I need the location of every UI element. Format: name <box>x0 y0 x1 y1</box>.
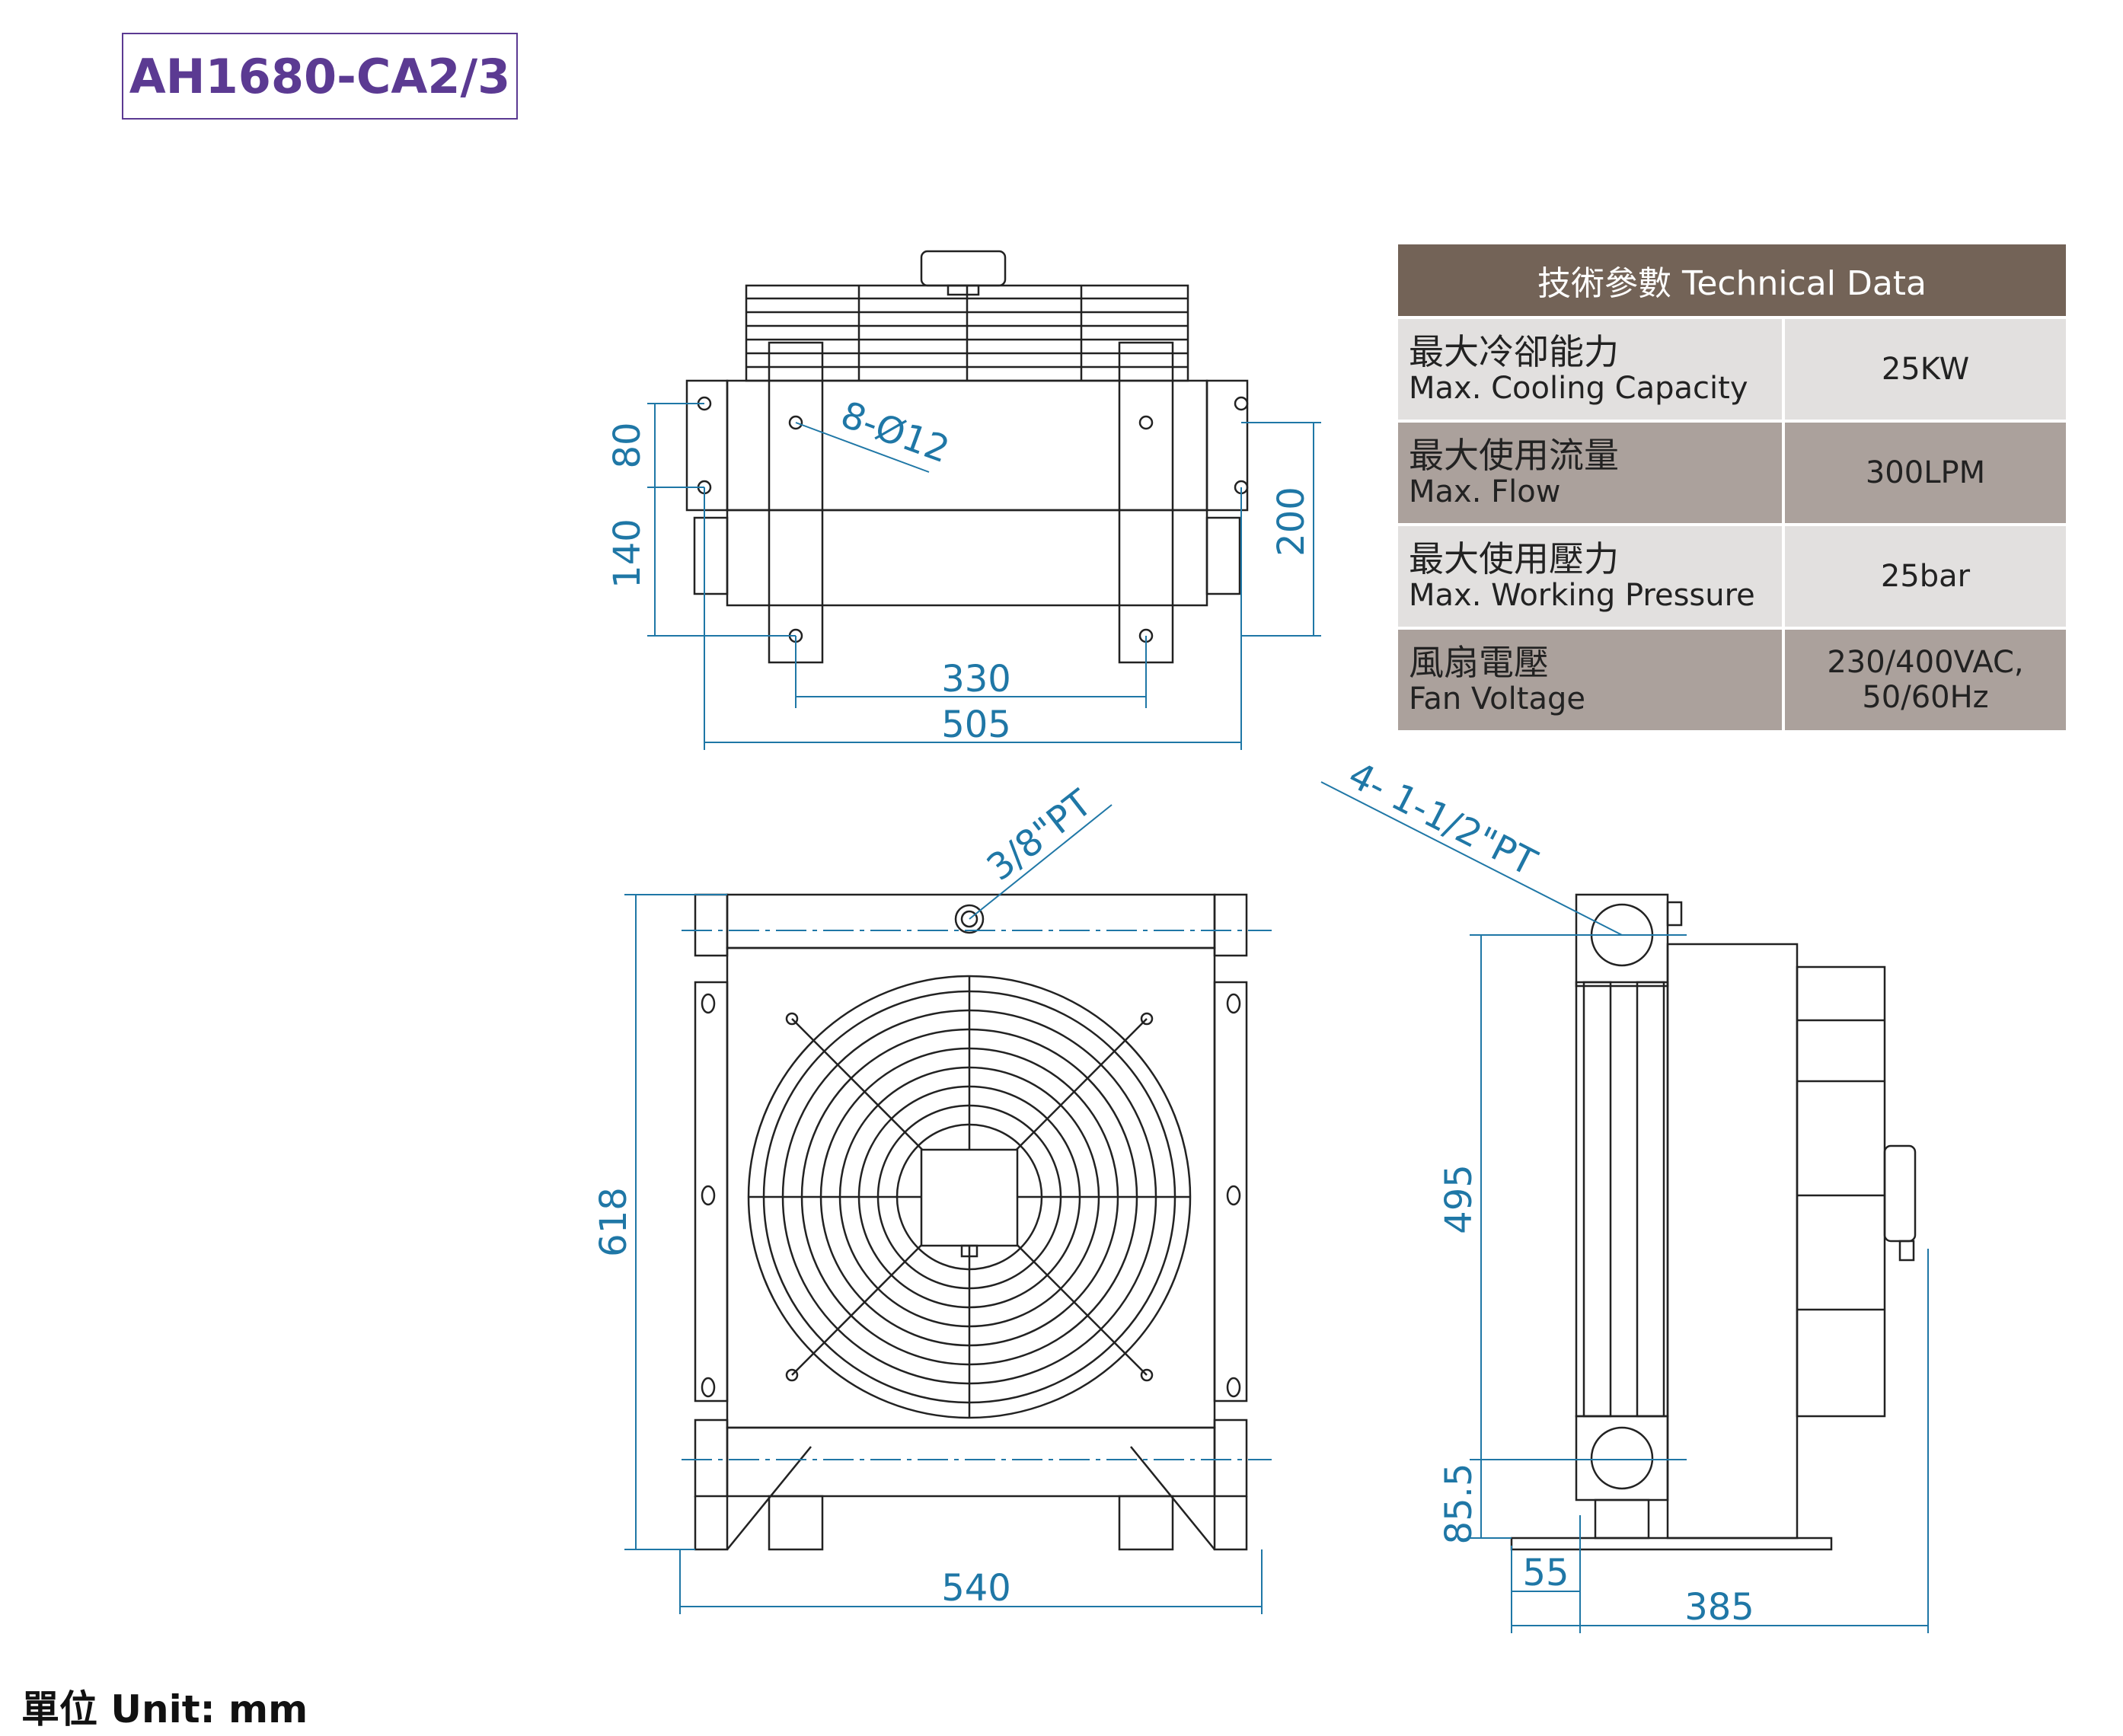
dimension-lines <box>624 403 1929 1633</box>
row-value: 230/400VAC, 50/60Hz <box>1785 630 2066 730</box>
row-label-en: Max. Cooling Capacity <box>1409 371 1748 407</box>
dim-495: 495 <box>1438 1164 1480 1234</box>
row-label-zh: 最大冷卻能力 <box>1409 330 1619 372</box>
row-label-zh: 最大使用壓力 <box>1409 538 1619 579</box>
row-label-zh: 最大使用流量 <box>1409 434 1619 476</box>
dim-200: 200 <box>1270 487 1313 557</box>
row-label-en: Max. Flow <box>1409 474 1561 510</box>
front-view <box>694 893 1248 1551</box>
dim-330: 330 <box>941 658 1011 700</box>
row-value: 25KW <box>1785 319 2066 420</box>
dim-85-5: 85.5 <box>1438 1463 1480 1545</box>
dim-port-small: 3/8"PT <box>979 781 1100 889</box>
dim-505: 505 <box>941 704 1011 746</box>
table-header: 技術參數 Technical Data <box>1398 244 2066 316</box>
row-label-en: Fan Voltage <box>1409 681 1585 717</box>
dim-80: 80 <box>606 422 649 468</box>
dim-140: 140 <box>606 519 649 589</box>
row-label-en: Max. Working Pressure <box>1409 578 1755 614</box>
dim-port-large: 4- 1-1/2"PT <box>1342 754 1544 885</box>
unit-label: 單位 Unit: mm <box>21 1687 308 1731</box>
top-view <box>685 250 1249 664</box>
row-value: 25bar <box>1785 526 2066 627</box>
dim-55: 55 <box>1522 1552 1569 1594</box>
dim-618: 618 <box>592 1187 635 1257</box>
dim-385: 385 <box>1684 1586 1754 1629</box>
model-title: AH1680-CA2/3 <box>122 33 518 120</box>
row-value: 300LPM <box>1785 423 2066 523</box>
row-label-zh: 風扇電壓 <box>1409 641 1549 683</box>
dim-540: 540 <box>941 1567 1011 1610</box>
side-view <box>1510 893 1917 1551</box>
